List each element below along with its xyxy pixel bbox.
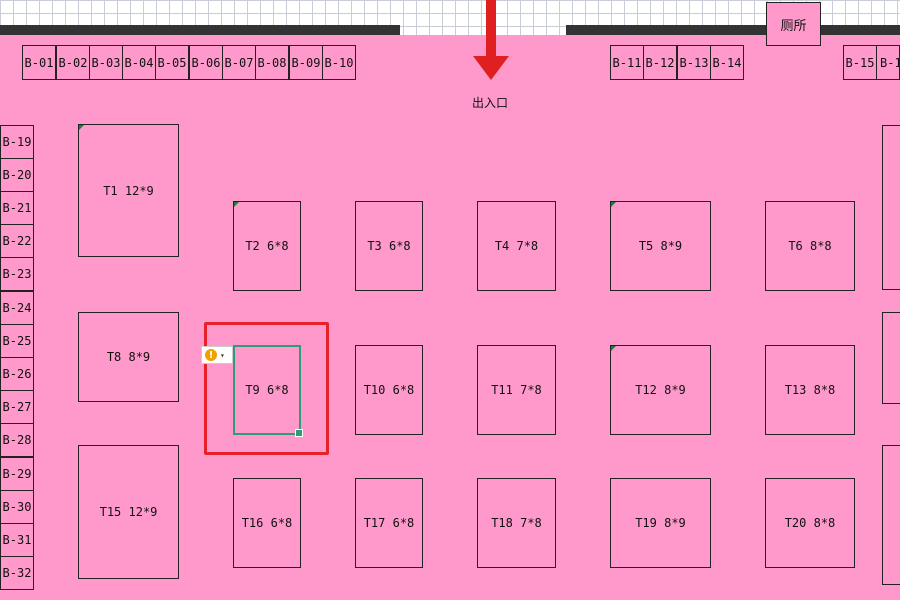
- table-t10[interactable]: T10 6*8: [355, 345, 423, 435]
- table-label: T1 12*9: [103, 183, 154, 198]
- table-t19[interactable]: T19 8*9: [610, 478, 711, 568]
- table-t4[interactable]: T4 7*8: [477, 201, 556, 291]
- booth-top[interactable]: B-11: [610, 45, 644, 80]
- booth-top[interactable]: B-06: [189, 45, 223, 80]
- comment-marker: [611, 202, 616, 207]
- booth-top[interactable]: B-03: [89, 45, 123, 80]
- booth-side[interactable]: B-28: [0, 423, 34, 457]
- table-label: T19 8*9: [635, 516, 686, 530]
- table-label: T12 8*9: [635, 383, 686, 397]
- booth-top[interactable]: B-04: [122, 45, 156, 80]
- booth-top[interactable]: B-1: [876, 45, 900, 80]
- red-highlight-box: [204, 322, 329, 455]
- table-t5[interactable]: T5 8*9: [610, 201, 711, 291]
- table-label: T18 7*8: [491, 516, 542, 530]
- table-label: T9 6*8: [245, 383, 289, 397]
- table-label: T10 6*8: [363, 383, 415, 397]
- table-label: T4 7*8: [494, 239, 539, 253]
- entrance-arrow-head: [473, 56, 509, 80]
- toilet-label[interactable]: 厕所: [766, 2, 821, 46]
- warning-icon: !: [205, 349, 217, 361]
- table-t13[interactable]: T13 8*8: [765, 345, 855, 435]
- booth-side[interactable]: B-23: [0, 257, 34, 291]
- chevron-down-icon: ▾: [220, 350, 225, 360]
- table-t2[interactable]: T2 6*8: [233, 201, 301, 291]
- table-label: T11 7*8: [491, 383, 542, 397]
- table-t16[interactable]: T16 6*8: [233, 478, 301, 568]
- booth-side[interactable]: B-20: [0, 158, 34, 192]
- booth-side[interactable]: B-22: [0, 224, 34, 258]
- table-label: T13 8*8: [784, 383, 836, 397]
- table-t18[interactable]: T18 7*8: [477, 478, 556, 568]
- table-t1[interactable]: T1 12*9: [78, 124, 179, 257]
- booth-top[interactable]: B-01: [22, 45, 56, 80]
- booth-side[interactable]: B-26: [0, 357, 34, 391]
- booth-side[interactable]: B-24: [0, 291, 34, 325]
- right-edge-booth: [882, 445, 900, 585]
- table-t11[interactable]: T11 7*8: [477, 345, 556, 435]
- booth-side[interactable]: B-30: [0, 490, 34, 524]
- comment-marker: [79, 125, 84, 130]
- booth-top[interactable]: B-02: [56, 45, 90, 80]
- table-label: T20 8*8: [784, 516, 836, 530]
- booth-top[interactable]: B-05: [155, 45, 189, 80]
- booth-top[interactable]: B-12: [643, 45, 677, 80]
- booth-top[interactable]: B-15: [843, 45, 877, 80]
- right-edge-booth: [882, 312, 900, 404]
- table-label: T3 6*8: [367, 239, 411, 253]
- table-label: T5 8*9: [638, 239, 683, 253]
- entrance-label: 出入口: [471, 96, 508, 110]
- table-t8[interactable]: T8 8*9: [78, 312, 179, 402]
- table-t3[interactable]: T3 6*8: [355, 201, 423, 291]
- table-t15[interactable]: T15 12*9: [78, 445, 179, 579]
- table-t12[interactable]: T12 8*9: [610, 345, 711, 435]
- wall-right: [566, 25, 900, 35]
- booth-side[interactable]: B-19: [0, 125, 34, 159]
- fill-handle[interactable]: [295, 429, 303, 437]
- floor-plan-area: [0, 35, 900, 600]
- booth-side[interactable]: B-31: [0, 523, 34, 557]
- booth-top[interactable]: B-13: [677, 45, 711, 80]
- booth-top[interactable]: B-14: [710, 45, 744, 80]
- table-label: T8 8*9: [106, 350, 151, 364]
- entrance-arrow: [486, 0, 496, 58]
- table-label: T2 6*8: [245, 239, 289, 253]
- comment-marker: [234, 202, 239, 207]
- table-label: T16 6*8: [241, 516, 293, 530]
- booth-side[interactable]: B-25: [0, 324, 34, 358]
- table-label: T15 12*9: [99, 505, 158, 519]
- cell-selection-outline: [233, 345, 303, 437]
- comment-marker: [611, 346, 616, 351]
- booth-top[interactable]: B-07: [222, 45, 256, 80]
- table-label: T17 6*8: [363, 516, 415, 530]
- booth-top[interactable]: B-10: [322, 45, 356, 80]
- table-t17[interactable]: T17 6*8: [355, 478, 423, 568]
- error-check-button[interactable]: ! ▾: [201, 346, 233, 364]
- booth-side[interactable]: B-29: [0, 457, 34, 491]
- booth-side[interactable]: B-27: [0, 390, 34, 424]
- booth-top[interactable]: B-09: [289, 45, 323, 80]
- table-label: T6 8*8: [788, 239, 832, 253]
- booth-side[interactable]: B-21: [0, 191, 34, 225]
- booth-side[interactable]: B-32: [0, 556, 34, 590]
- table-t6[interactable]: T6 8*8: [765, 201, 855, 291]
- right-edge-booth: [882, 125, 900, 290]
- booth-top[interactable]: B-08: [255, 45, 289, 80]
- wall-left: [0, 25, 400, 35]
- table-t20[interactable]: T20 8*8: [765, 478, 855, 568]
